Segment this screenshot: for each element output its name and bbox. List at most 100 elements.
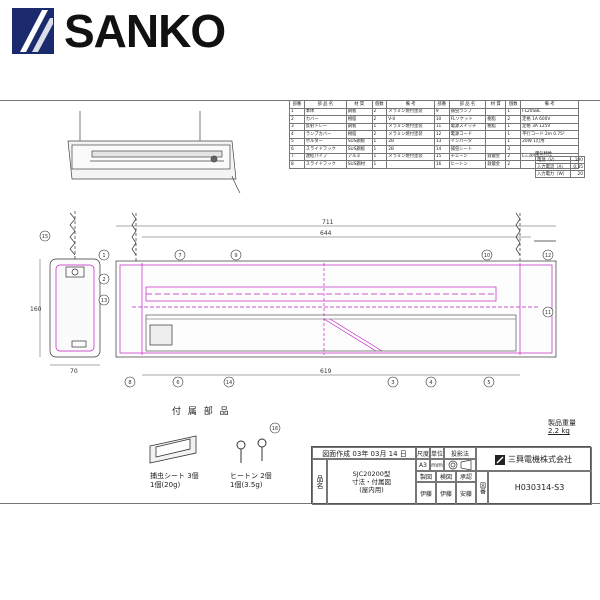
- table-cell: 樹脂: [345, 130, 373, 139]
- table-cell: 捕虫ランプ: [448, 107, 487, 116]
- sheet-accessory-weight: 1個(20g): [150, 481, 181, 489]
- header-name: 部 品 名: [448, 100, 487, 109]
- table-cell: 捕虫シート: [448, 145, 487, 154]
- spec-value: 20: [570, 170, 585, 178]
- model-subtitle: 寸法・付属図: [352, 477, 391, 486]
- table-cell: スライドフック: [303, 145, 347, 154]
- table-cell: 1: [505, 107, 522, 116]
- table-cell: 定格 3A 125V: [520, 122, 579, 131]
- callout-bubble-1: [98, 249, 110, 261]
- table-cell: 連結パイプ: [303, 152, 347, 161]
- unit-label: 単位: [429, 447, 445, 460]
- callout-15: 15: [42, 234, 48, 240]
- spec-row: 電源（V）100: [534, 156, 585, 164]
- scale-label: 尺度: [415, 447, 431, 460]
- drawing-sheet: 160 70 711 644 619: [0, 100, 600, 504]
- callout-bubble-7: [174, 249, 186, 261]
- callout-11: 11: [545, 310, 551, 316]
- accessory-hook-drawing: [236, 438, 267, 463]
- table-cell: 電源コード: [448, 130, 487, 139]
- spec-row: 入力電力（W）20: [534, 170, 585, 178]
- header-material: 材 質: [485, 100, 507, 109]
- table-cell: カバー: [303, 115, 347, 124]
- table-cell: ヒートン: [448, 160, 487, 169]
- header-name: 部 品 名: [303, 100, 347, 109]
- spec-label: 入力電流（A）: [534, 163, 572, 171]
- model-subtitle-2: (屋内用): [359, 485, 384, 494]
- table-cell: 1: [371, 145, 388, 154]
- brand-logo: SANKO: [8, 4, 226, 58]
- table-cell: 1: [371, 152, 388, 161]
- callout-7: 7: [178, 253, 181, 259]
- model-cell: SJC20200型 寸法・付属図 (屋内用): [326, 458, 417, 505]
- spec-value: 100: [570, 156, 585, 164]
- unit-value: mm: [429, 458, 445, 472]
- callout-bubble-2: [98, 273, 110, 285]
- drawing-number: H030314-S3: [487, 470, 592, 505]
- callout-bubble-3: [387, 376, 399, 388]
- accessory-sheet-drawing: [149, 435, 197, 464]
- table-cell: 2: [289, 115, 305, 124]
- table-cell: 鉄鍍金: [485, 152, 507, 161]
- callout-16: 16: [272, 426, 278, 432]
- table-cell: FLソケット: [448, 115, 487, 124]
- table-cell: アルミ: [345, 152, 373, 161]
- callout-bubble-16: [269, 422, 281, 434]
- dimension-lines: [116, 225, 556, 376]
- perspective-sketch: [67, 111, 241, 194]
- table-cell: スライドフック: [303, 160, 347, 169]
- brand-mark-icon: [12, 8, 54, 54]
- weight-value: 2.2 kg: [548, 427, 570, 435]
- spec-value: 0.35: [570, 163, 585, 171]
- callout-bubble-5: [483, 376, 495, 388]
- table-cell: 樹脂: [485, 122, 507, 131]
- table-cell: 13: [433, 137, 450, 146]
- brand-name: SANKO: [64, 5, 226, 57]
- table-cell: [485, 107, 507, 116]
- approval-approve-label: 承認: [455, 470, 477, 483]
- table-cell: 定格 1A 600V: [520, 115, 579, 124]
- approval-draw-name: 伊藤: [415, 481, 437, 505]
- drawing-number-label: 図番: [475, 470, 489, 505]
- table-cell: 樹脂: [485, 115, 507, 124]
- technical-drawing: 160 70 711 644 619: [30, 111, 557, 464]
- header-material: 材 質: [345, 100, 373, 109]
- table-cell: 2B: [386, 145, 435, 154]
- title-block: 図面作成 03年 03月 14 日 品名 SJC20200型 寸法・付属図 (屋…: [311, 446, 592, 505]
- callout-4: 4: [429, 380, 432, 386]
- hook-accessory-label: ヒートン 2個 1個(3.5g): [230, 472, 272, 490]
- table-cell: 電源スイッチ: [448, 122, 487, 131]
- header-notes: 備 考: [386, 100, 435, 109]
- table-cell: [386, 160, 435, 169]
- table-cell: 1: [371, 137, 388, 146]
- table-cell: メラミン焼付塗装: [386, 152, 435, 161]
- bottom-length-dim: 619: [320, 368, 332, 375]
- callout-bubble-8: [124, 376, 136, 388]
- callout-bubble-4: [425, 376, 437, 388]
- callout-bubble-14: [223, 376, 235, 388]
- approval-check-label: 検図: [435, 470, 457, 483]
- header-qty: 個数: [371, 100, 388, 109]
- table-cell: メラミン焼付塗装: [386, 107, 435, 116]
- chain-marks: [69, 212, 521, 256]
- table-cell: [485, 145, 507, 154]
- table-cell: 反射トレー: [303, 122, 347, 131]
- table-cell: 2: [371, 130, 388, 139]
- table-cell: 2B: [386, 137, 435, 146]
- table-cell: 1: [371, 122, 388, 131]
- callout-5: 5: [487, 380, 490, 386]
- product-label: 品名: [312, 458, 328, 505]
- header-no: 部番: [433, 100, 450, 109]
- callout-bubble-13: [98, 294, 110, 306]
- table-cell: SUS鋼板: [345, 137, 373, 146]
- table-cell: [485, 130, 507, 139]
- projection-label: 投影法: [443, 447, 477, 460]
- spec-label: 入力電力（W）: [534, 170, 572, 178]
- table-cell: 鉄鍍金: [485, 160, 507, 169]
- sheet-accessory-label: 捕虫シート 3個 1個(20g): [150, 472, 199, 490]
- spec-label: 電源（V）: [534, 156, 572, 164]
